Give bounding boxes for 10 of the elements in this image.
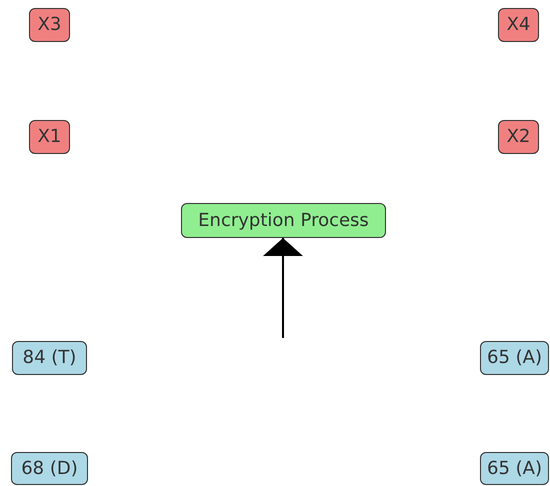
label-box: X1	[29, 120, 70, 154]
label-box: 68 (D)	[11, 452, 88, 485]
label-box: X3	[29, 8, 70, 42]
label-box: X2	[498, 120, 539, 154]
label-box: 84 (T)	[12, 341, 87, 375]
label-box: 65 (A)	[480, 341, 549, 375]
label-box: Encryption Process	[181, 203, 386, 238]
label-box: X4	[498, 8, 539, 42]
arrow	[263, 238, 303, 338]
label-box: 65 (A)	[480, 452, 549, 485]
